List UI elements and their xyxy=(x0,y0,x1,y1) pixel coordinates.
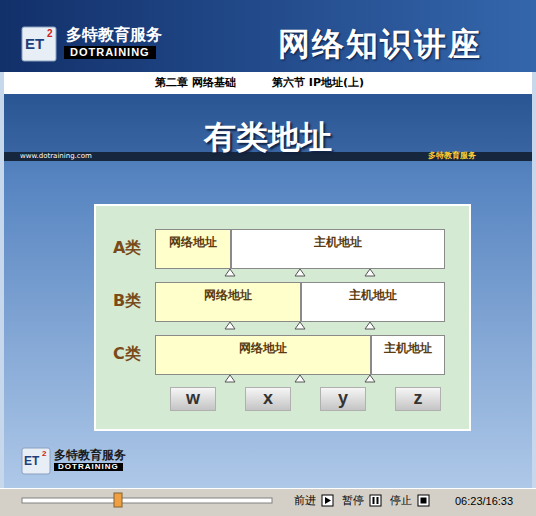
subtitle-bar xyxy=(4,72,532,94)
play-icon xyxy=(325,497,331,504)
marker-triangle xyxy=(295,269,305,276)
logo-box xyxy=(22,27,56,61)
marker-triangle xyxy=(295,322,305,329)
class-name: B类 xyxy=(113,293,141,309)
node-text: y xyxy=(338,389,348,409)
time-display: 06:23/16:33 xyxy=(455,496,513,507)
node-text: 主机地址 xyxy=(349,289,397,302)
stop-icon xyxy=(421,498,427,504)
marker-triangle xyxy=(365,322,375,329)
brand-strip: DOTRAINING xyxy=(64,46,156,59)
play-icon xyxy=(322,495,333,506)
network-part: 网络地址 xyxy=(155,229,231,269)
control-label: 暂停 xyxy=(342,495,364,506)
class-panel xyxy=(95,205,470,430)
node-text: x xyxy=(263,389,273,409)
octet-button: z xyxy=(395,387,441,411)
pause-icon xyxy=(370,495,381,506)
logo-mark: ET xyxy=(25,36,44,51)
logo-box xyxy=(22,448,50,474)
header-bar xyxy=(0,0,536,72)
node-text: 主机地址 xyxy=(384,342,432,355)
node-text: 网络地址 xyxy=(204,289,252,302)
host-part: 主机地址 xyxy=(231,229,445,269)
slide-ground xyxy=(4,94,532,488)
marker-triangle xyxy=(365,375,375,382)
chapter-name: 第二章 网络基础 xyxy=(155,77,236,88)
control-label: 前进 xyxy=(294,495,316,506)
class-name: C类 xyxy=(113,346,141,362)
network-part: 网络地址 xyxy=(155,335,371,375)
marker-triangle xyxy=(365,269,375,276)
brand-name: 多特教育服务 xyxy=(428,152,476,160)
slide-title: 有类地址 xyxy=(0,121,536,153)
logo-mark: ET xyxy=(24,455,39,467)
logo-mark: 2 xyxy=(42,450,46,458)
stop-icon xyxy=(418,495,429,506)
octet-button: y xyxy=(320,387,366,411)
marker-triangle xyxy=(295,375,305,382)
marker-triangle xyxy=(225,375,235,382)
control-bar xyxy=(0,488,536,516)
class-name: A类 xyxy=(113,240,141,256)
pause-icon xyxy=(373,497,375,504)
host-part: 主机地址 xyxy=(301,282,445,322)
node-text: w xyxy=(186,389,200,409)
slide-strip xyxy=(4,152,532,161)
host-part: 主机地址 xyxy=(371,335,445,375)
brand-name: 多特教育服务 xyxy=(54,449,126,461)
marker-triangle xyxy=(225,269,235,276)
brand-strip: DOTRAINING xyxy=(54,463,123,471)
pause-icon xyxy=(377,497,379,504)
node-text: 网络地址 xyxy=(169,236,217,249)
brand-name: 多特教育服务 xyxy=(66,27,162,43)
octet-button: x xyxy=(245,387,291,411)
progress-thumb xyxy=(114,493,122,507)
octet-button: w xyxy=(170,387,216,411)
logo-mark: 2 xyxy=(47,29,53,39)
control-bar-edge xyxy=(0,488,536,489)
node-text: z xyxy=(414,389,423,409)
progress-track xyxy=(22,498,272,503)
network-part: 网络地址 xyxy=(155,282,301,322)
marker-triangle xyxy=(225,322,235,329)
control-label: 停止 xyxy=(390,495,412,506)
lecture-title: 网络知识讲座 xyxy=(278,28,482,60)
node-text: 主机地址 xyxy=(314,236,362,249)
node-text: 网络地址 xyxy=(239,342,287,355)
site-url: www.dotraining.com xyxy=(20,153,92,160)
section-name: 第六节 IP地址(上) xyxy=(272,77,364,88)
